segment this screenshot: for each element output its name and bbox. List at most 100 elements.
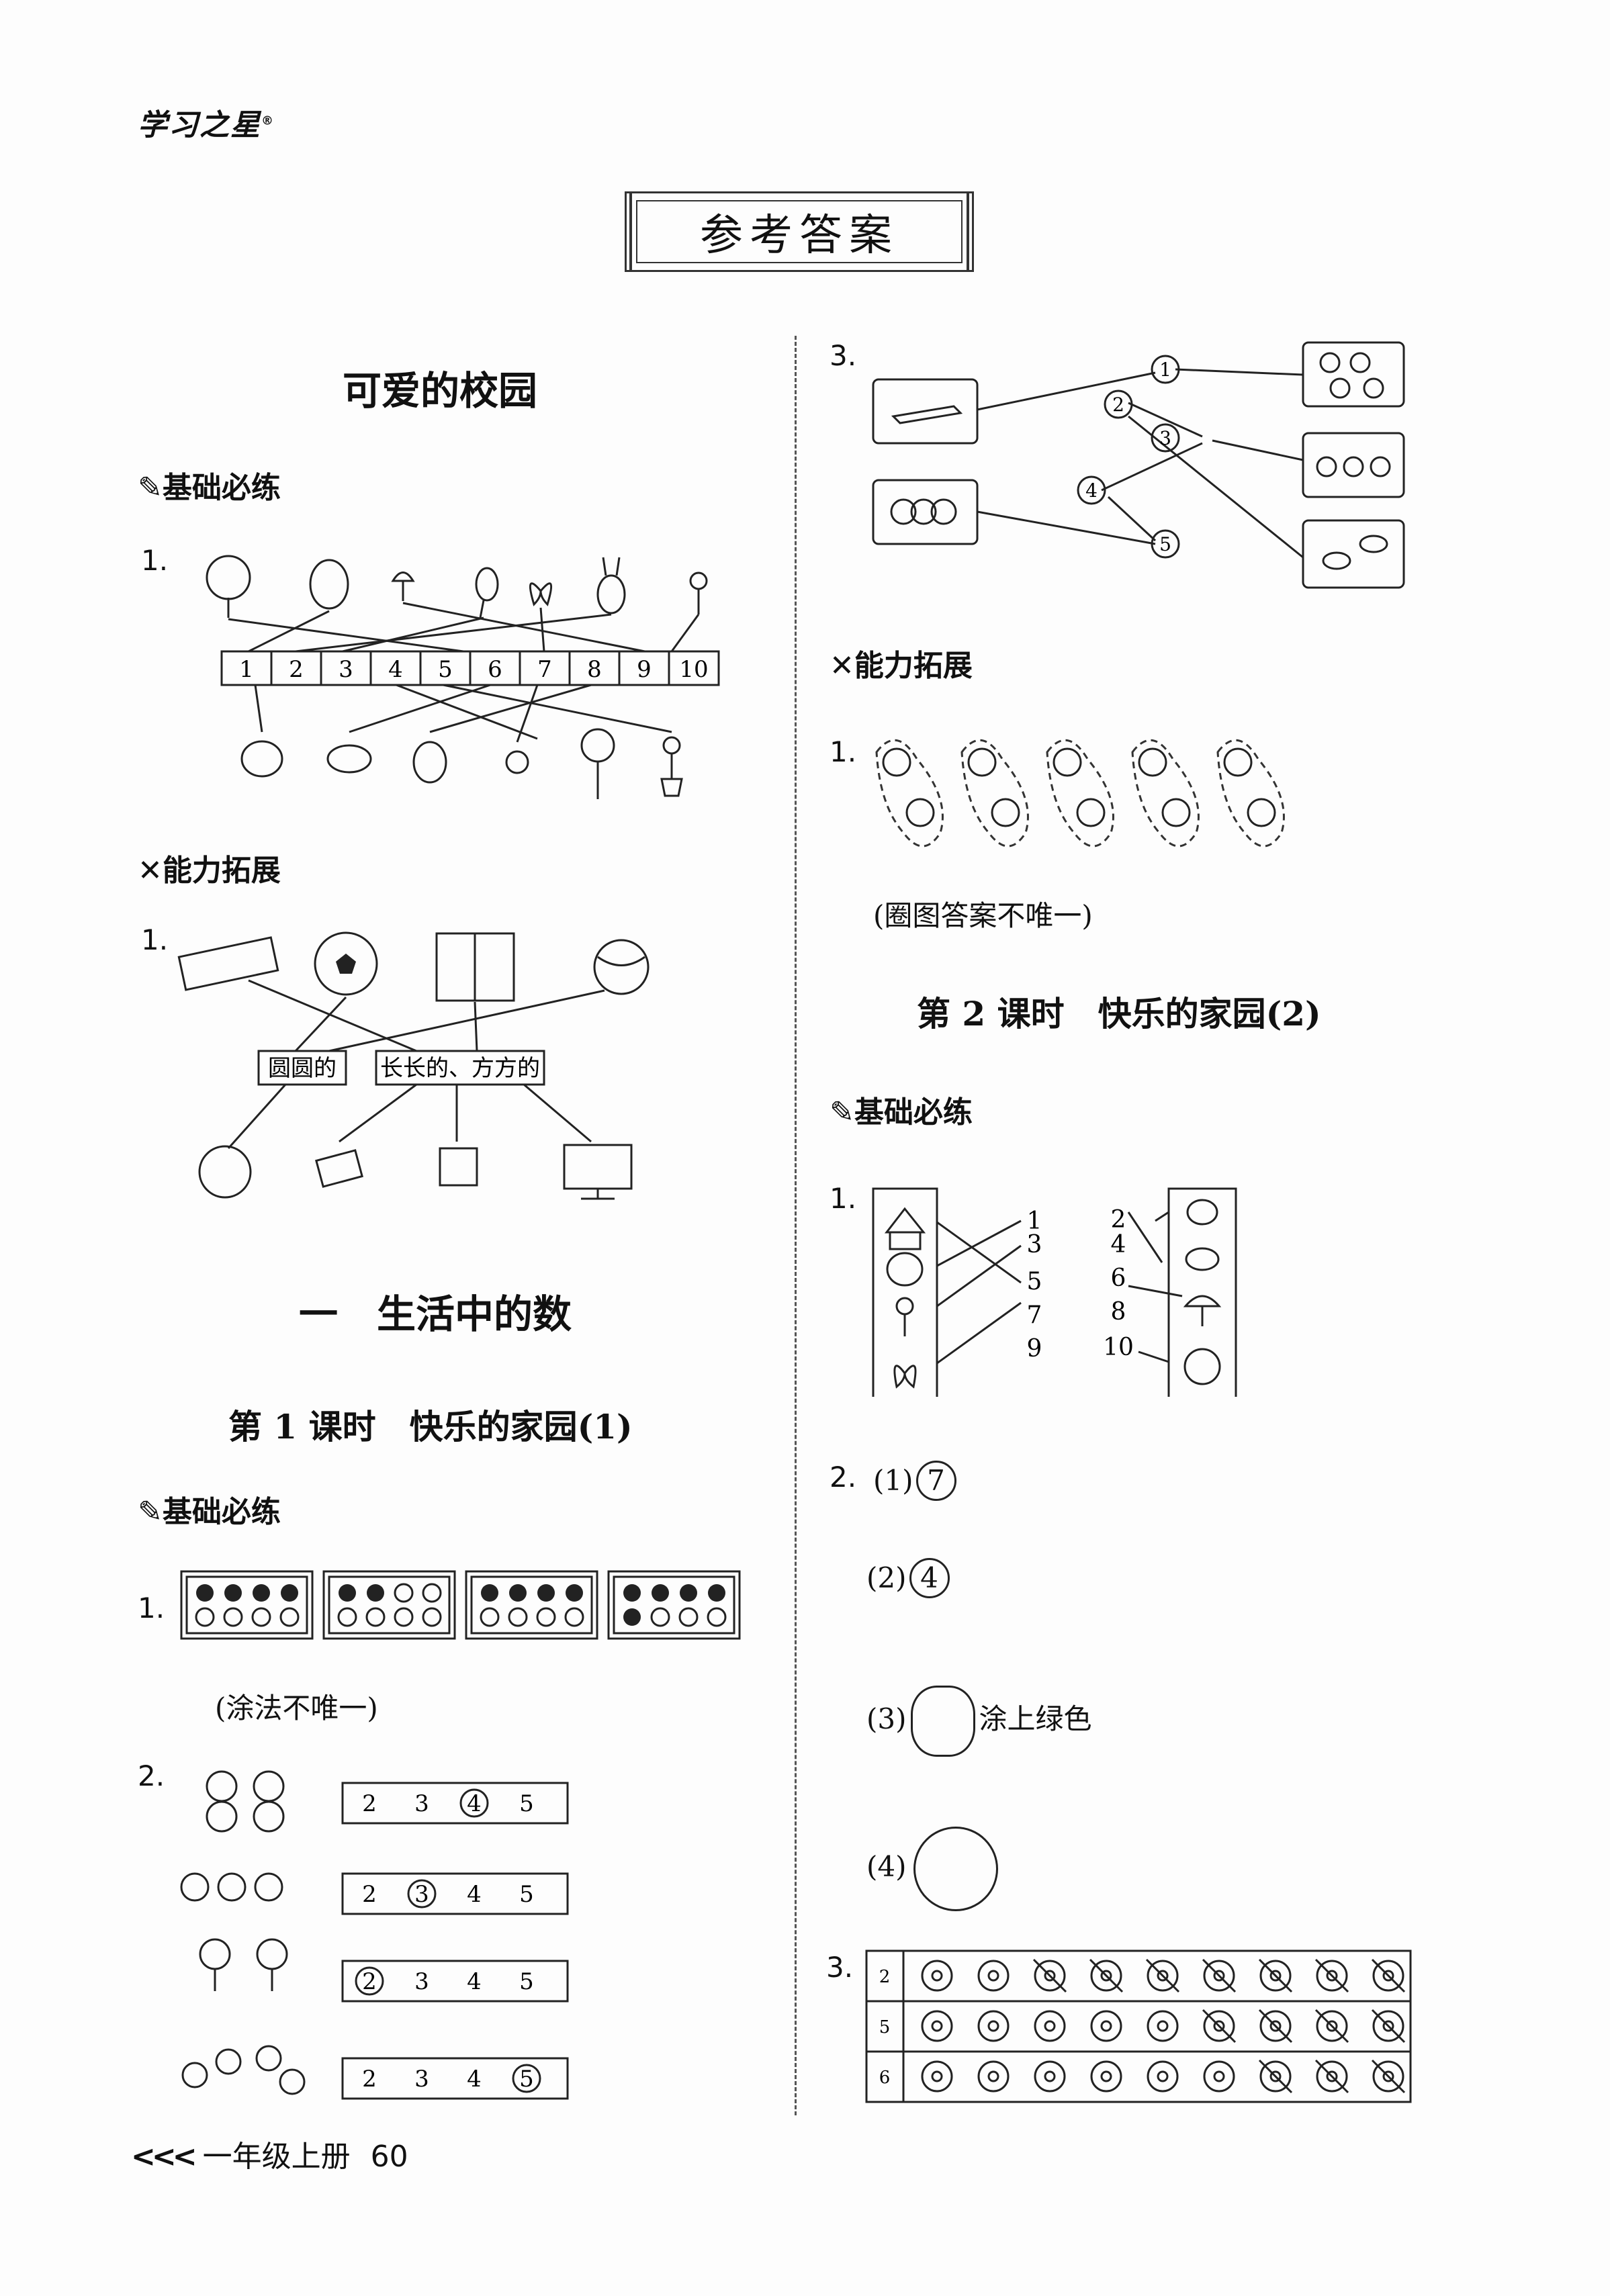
- strip-number: 3: [339, 656, 353, 683]
- row-number: 4: [467, 1790, 482, 1817]
- soccer-ball-icon: [314, 931, 378, 996]
- cross-out-line: [1371, 1958, 1406, 1993]
- dot: [223, 1607, 243, 1627]
- dot: [281, 1584, 298, 1602]
- label-long: 长长的、方方的: [380, 1055, 540, 1082]
- cross-out-line: [1258, 2059, 1293, 2094]
- part-4: (4): [866, 1827, 998, 1911]
- dot: [279, 1607, 300, 1627]
- label-box-long: [375, 1050, 545, 1086]
- flower-icon: [1372, 1960, 1404, 1992]
- note: (涂法不唯一): [215, 1692, 378, 1725]
- dot: [707, 1607, 727, 1627]
- flower-icon: [1090, 1960, 1122, 1992]
- page-title-box: 参考答案: [625, 191, 974, 272]
- match-number: 9: [1027, 1335, 1042, 1363]
- cross-out-line: [1314, 2059, 1349, 2094]
- dot: [422, 1583, 442, 1603]
- subheading-basic-3: ✎基础必练: [830, 1095, 973, 1130]
- cat-icon: [412, 741, 447, 784]
- ten-frame: [180, 1570, 314, 1640]
- subheading-basic-2: ✎基础必练: [138, 1495, 281, 1529]
- answer-circle: [459, 1788, 489, 1818]
- row-number: 5: [519, 1790, 534, 1817]
- dot: [339, 1584, 356, 1602]
- dot: [650, 1607, 670, 1627]
- dot: [251, 1607, 271, 1627]
- lesson-title-1: 第 1 课时 快乐的家园(1): [228, 1407, 633, 1447]
- dot: [652, 1584, 669, 1602]
- brand-logo: 学习之星®: [138, 108, 275, 142]
- flower-icon: [1034, 2060, 1066, 2093]
- answer-circle: [512, 2064, 541, 2093]
- section-title-campus: 可爱的校园: [343, 368, 538, 414]
- answer-circle: 4: [909, 1558, 950, 1598]
- leaf-group-icon: [181, 2045, 306, 2095]
- pencil-icon: ✎: [138, 471, 163, 505]
- butterfly-icon: [529, 582, 553, 606]
- label-box-round: [257, 1050, 347, 1086]
- strip-number: 10: [679, 656, 708, 683]
- ten-frame: [607, 1570, 741, 1640]
- grade-label: 一年级上册: [202, 2140, 351, 2174]
- mitten-icon: [905, 798, 935, 827]
- flowers-card-icon: [1302, 341, 1405, 408]
- racket-icon: [475, 567, 499, 618]
- flower-icon: [1034, 1960, 1066, 1992]
- mitten-icon: [1076, 798, 1106, 827]
- squirrel-icon: [309, 559, 349, 610]
- gift-box-icon: [439, 1147, 478, 1187]
- number-circle: [1151, 423, 1180, 453]
- flower-icon: [1203, 2010, 1235, 2042]
- birds-card-icon: [1302, 519, 1405, 589]
- dot: [422, 1607, 442, 1627]
- number-circle: [1151, 355, 1180, 384]
- number-circle: [1104, 389, 1133, 419]
- dot: [394, 1583, 414, 1603]
- strip-number: 9: [637, 656, 652, 683]
- flower-icon: [1372, 2060, 1404, 2093]
- question-number: 1.: [138, 1592, 165, 1624]
- cross-out-line: [1314, 2009, 1349, 2044]
- match-number: 10: [1103, 1334, 1134, 1361]
- row-number: 5: [519, 2066, 534, 2093]
- circled-pairs: [875, 739, 1285, 847]
- row-label: 5: [879, 2017, 891, 2037]
- mitten-icon: [1161, 798, 1191, 827]
- row-label: 2: [879, 1967, 891, 1987]
- bird-icon: [1185, 1247, 1220, 1271]
- chevron-icon: <<<: [131, 2140, 197, 2174]
- dot-frames: [180, 1570, 741, 1640]
- row-number: 2: [362, 1881, 377, 1908]
- label-round: 圆圆的: [268, 1055, 337, 1082]
- lesson-title-2: 第 2 课时 快乐的家园(2): [917, 994, 1321, 1034]
- dot: [566, 1584, 583, 1602]
- circle-number: 3: [1159, 427, 1171, 449]
- row-number: 5: [519, 1881, 534, 1908]
- answer-row: [341, 1960, 569, 2003]
- row-number: 3: [414, 1881, 429, 1908]
- volleyball-icon: [593, 939, 650, 995]
- dot: [394, 1607, 414, 1627]
- cross-out-line: [1089, 1958, 1124, 1993]
- flower-icon: [1372, 2010, 1404, 2042]
- number-circle: [1077, 475, 1106, 505]
- eraser-icon: [315, 1149, 363, 1188]
- ten-frame: [322, 1570, 456, 1640]
- mushroom-icon: [1183, 1295, 1222, 1326]
- olympic-rings-icon: [872, 479, 979, 545]
- frog-icon: [240, 740, 283, 778]
- cross-out-line: [1202, 1958, 1237, 1993]
- strip-number: 6: [488, 656, 502, 683]
- answer-row: [341, 1782, 569, 1825]
- door-icon: [435, 932, 515, 1002]
- strip-number: 1: [239, 656, 254, 683]
- strawberries-card-icon: [1302, 432, 1405, 498]
- flower-icon: [1316, 1960, 1348, 1992]
- number-circle: [1151, 529, 1180, 559]
- mitten-icon: [882, 747, 911, 777]
- apple-icon: [1183, 1348, 1221, 1385]
- page-title: 参考答案: [636, 200, 963, 263]
- subheading-basic: ✎基础必练: [138, 471, 281, 505]
